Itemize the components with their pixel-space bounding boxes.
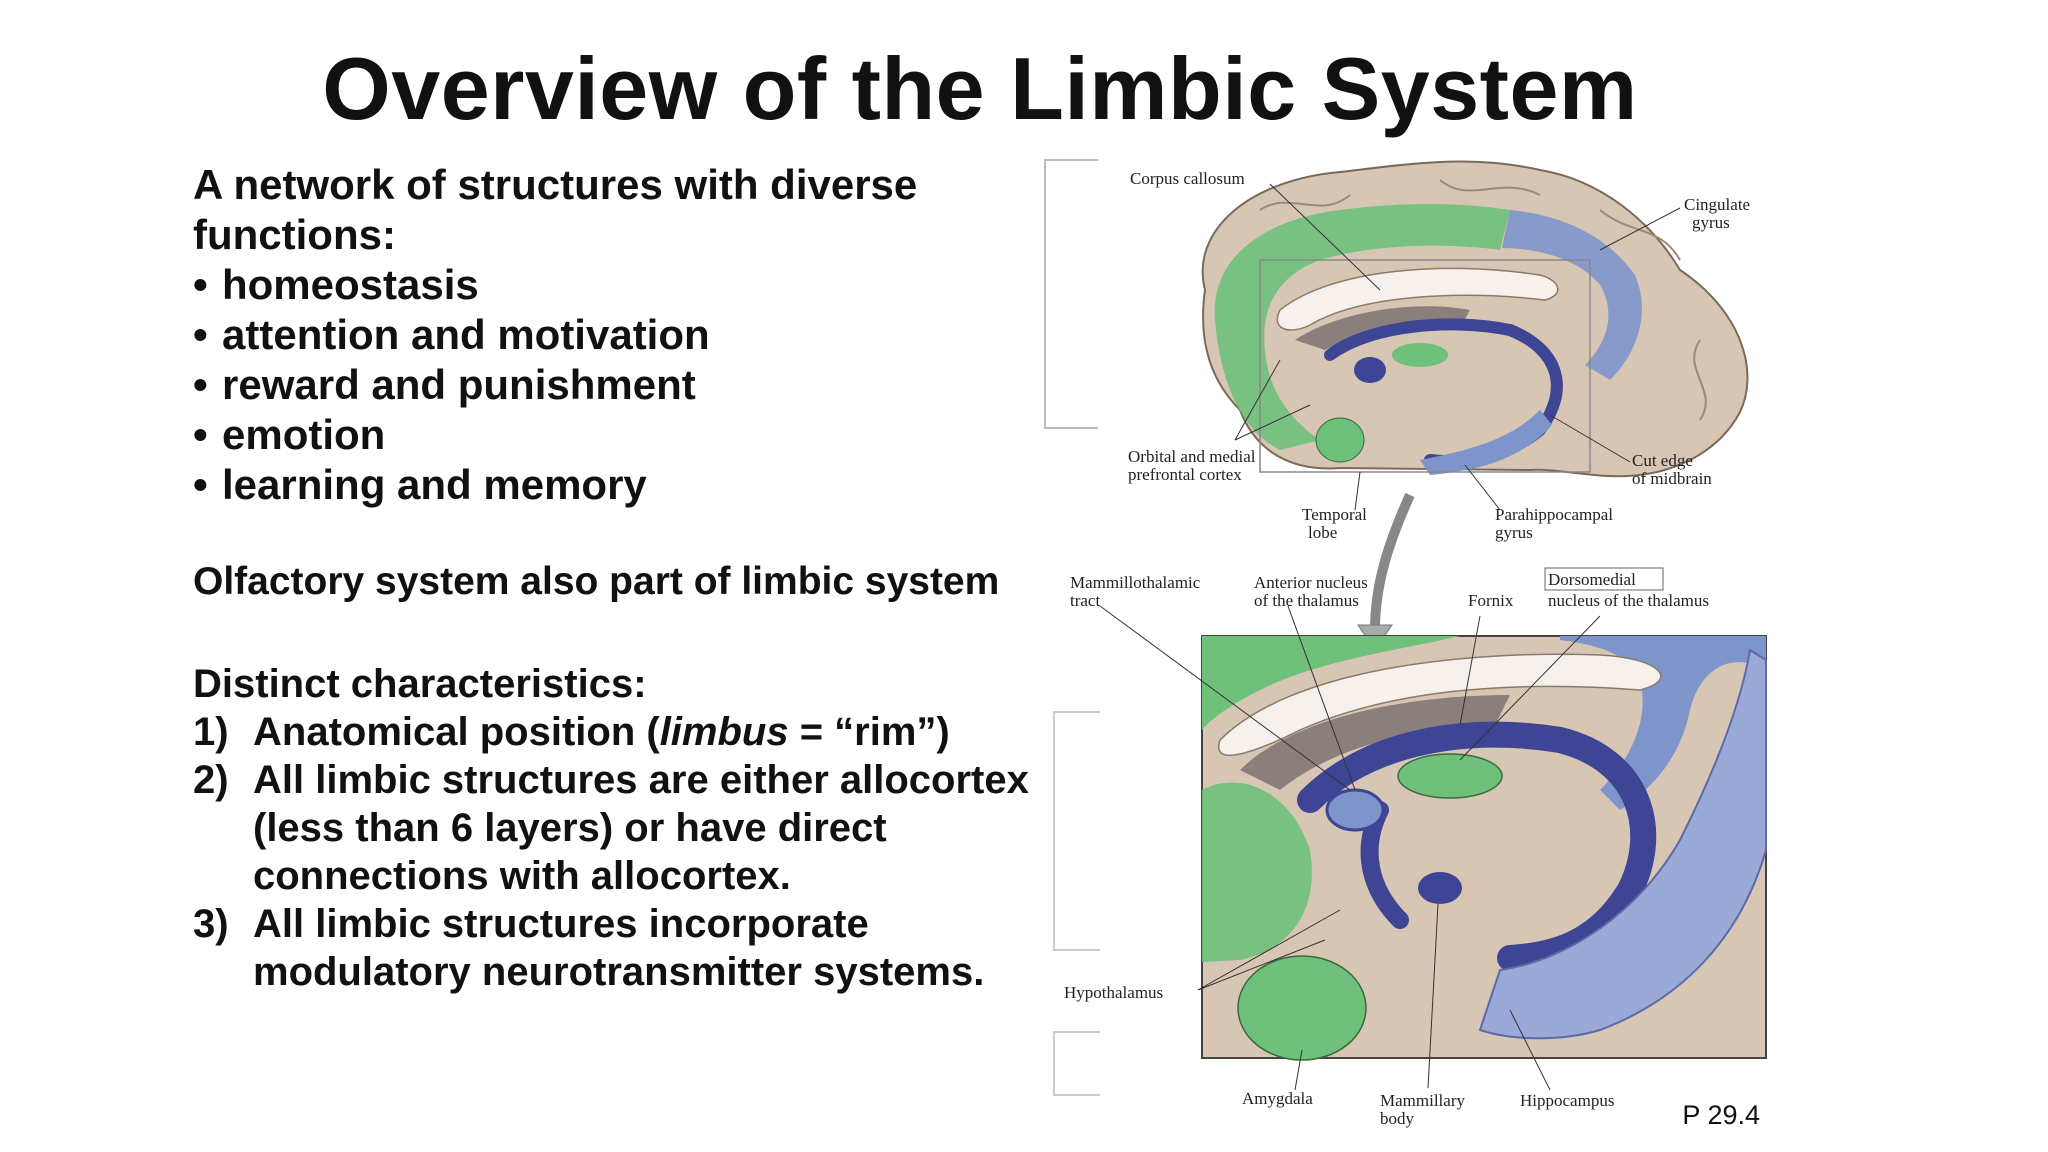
label-mammillothalamic-2: tract (1070, 591, 1100, 610)
label-dorsomedial: Dorsomedial (1548, 570, 1636, 589)
brain-medial-view: Corpus callosum Cingulate gyrus Orbital … (1044, 159, 1750, 651)
gyri-lines (1259, 179, 1707, 421)
intro-text: A network of structures with diverse fun… (193, 161, 918, 258)
anterior-nucleus-top (1354, 357, 1386, 383)
label-mammillary-2: body (1380, 1109, 1415, 1128)
label-orbital: Orbital and medial (1128, 447, 1256, 466)
slide-title: Overview of the Limbic System (322, 39, 1638, 138)
bracket-decoration-lower (1053, 711, 1100, 1096)
blue-band-right (1560, 636, 1766, 810)
label-parahippocampal: Parahippocampal (1495, 505, 1613, 524)
label-cut-edge-2: of midbrain (1632, 469, 1712, 488)
list-item: emotion (193, 410, 1053, 460)
item-number: 1) (193, 710, 229, 754)
list-item: learning and memory (193, 460, 1053, 510)
zoom-box (1259, 259, 1591, 473)
functions-section: A network of structures with diverse fun… (193, 160, 1053, 510)
label-fornix: Fornix (1468, 591, 1514, 610)
item-text: All limbic structures incorporate modula… (253, 902, 985, 994)
green-prefrontal-enlarged (1202, 782, 1312, 962)
mammillary-body-enlarged (1418, 872, 1462, 904)
label-mammillothalamic: Mammillothalamic (1070, 573, 1201, 592)
anterior-nucleus-enlarged (1325, 788, 1385, 832)
label-hippocampus: Hippocampus (1520, 1091, 1614, 1110)
label-mammillary: Mammillary (1380, 1091, 1465, 1110)
brain-enlarged-view: Mammillothalamic tract Anterior nucleus … (1053, 567, 1767, 1128)
list-item: reward and punishment (193, 360, 1053, 410)
page-reference: P 29.4 (1682, 1100, 1760, 1130)
label-orbital-2: prefrontal cortex (1128, 465, 1242, 484)
list-item: homeostasis (193, 260, 1053, 310)
label-temporal: Temporal (1302, 505, 1367, 524)
dorsomedial-top (1392, 343, 1448, 367)
dorsomedial-label-box (1544, 567, 1664, 591)
amygdala-enlarged (1237, 955, 1367, 1061)
item-text-part: Anatomical position ( (253, 710, 660, 754)
leader-lines-top (1234, 183, 1681, 511)
list-item: 1) Anatomical position (limbus = “rim”) (193, 708, 1053, 756)
label-anterior-nucleus-2: of the thalamus (1254, 591, 1359, 610)
list-item: attention and motivation (193, 310, 1053, 360)
label-cingulate: Cingulate (1684, 195, 1750, 214)
list-item: 2) All limbic structures are either allo… (193, 756, 1053, 900)
label-parahippocampal-2: gyrus (1495, 523, 1533, 542)
olfactory-note: Olfactory system also part of limbic sys… (193, 560, 1000, 603)
label-hypothalamus: Hypothalamus (1064, 983, 1163, 1002)
label-cut-edge: Cut edge (1632, 451, 1693, 470)
green-band-top (1202, 636, 1460, 730)
list-item: 3) All limbic structures incorporate mod… (193, 900, 1053, 996)
limbus-term: limbus (659, 710, 789, 754)
limbic-system-figure: Corpus callosum Cingulate gyrus Orbital … (1044, 159, 1767, 1128)
label-temporal-2: lobe (1308, 523, 1337, 542)
label-corpus-callosum: Corpus callosum (1130, 169, 1245, 188)
cingulate-green-region (1214, 204, 1510, 450)
hippocampus-top (1420, 410, 1552, 475)
ventricle-enlarged (1240, 695, 1510, 790)
leader-lines-bottom (1099, 605, 1601, 1091)
dorsomedial-nucleus-enlarged (1397, 753, 1503, 799)
item-text: All limbic structures are either allocor… (253, 758, 1029, 898)
cingulate-blue-region (1502, 210, 1642, 380)
bracket-decoration (1044, 159, 1098, 429)
item-number: 3) (193, 902, 229, 946)
hippocampus-enlarged (1478, 648, 1767, 1040)
function-list: homeostasis attention and motivation rew… (193, 260, 1053, 510)
label-dorsomedial-2: nucleus of the thalamus (1548, 591, 1709, 610)
characteristics-heading: Distinct characteristics: (193, 662, 647, 706)
label-cingulate-2: gyrus (1692, 213, 1730, 232)
corpus-callosum-enlarged (1217, 653, 1662, 756)
item-text-part: = “rim”) (788, 710, 950, 754)
label-anterior-nucleus: Anterior nucleus (1254, 573, 1368, 592)
corpus-callosum-shape (1276, 267, 1559, 331)
label-amygdala: Amygdala (1242, 1089, 1313, 1108)
zoom-arrow (1370, 492, 1415, 631)
item-text: Anatomical position (limbus = “rim”) (253, 708, 1053, 756)
item-number: 2) (193, 758, 229, 802)
amygdala-top (1315, 417, 1365, 463)
characteristics-section: Distinct characteristics: 1) Anatomical … (193, 660, 1053, 996)
